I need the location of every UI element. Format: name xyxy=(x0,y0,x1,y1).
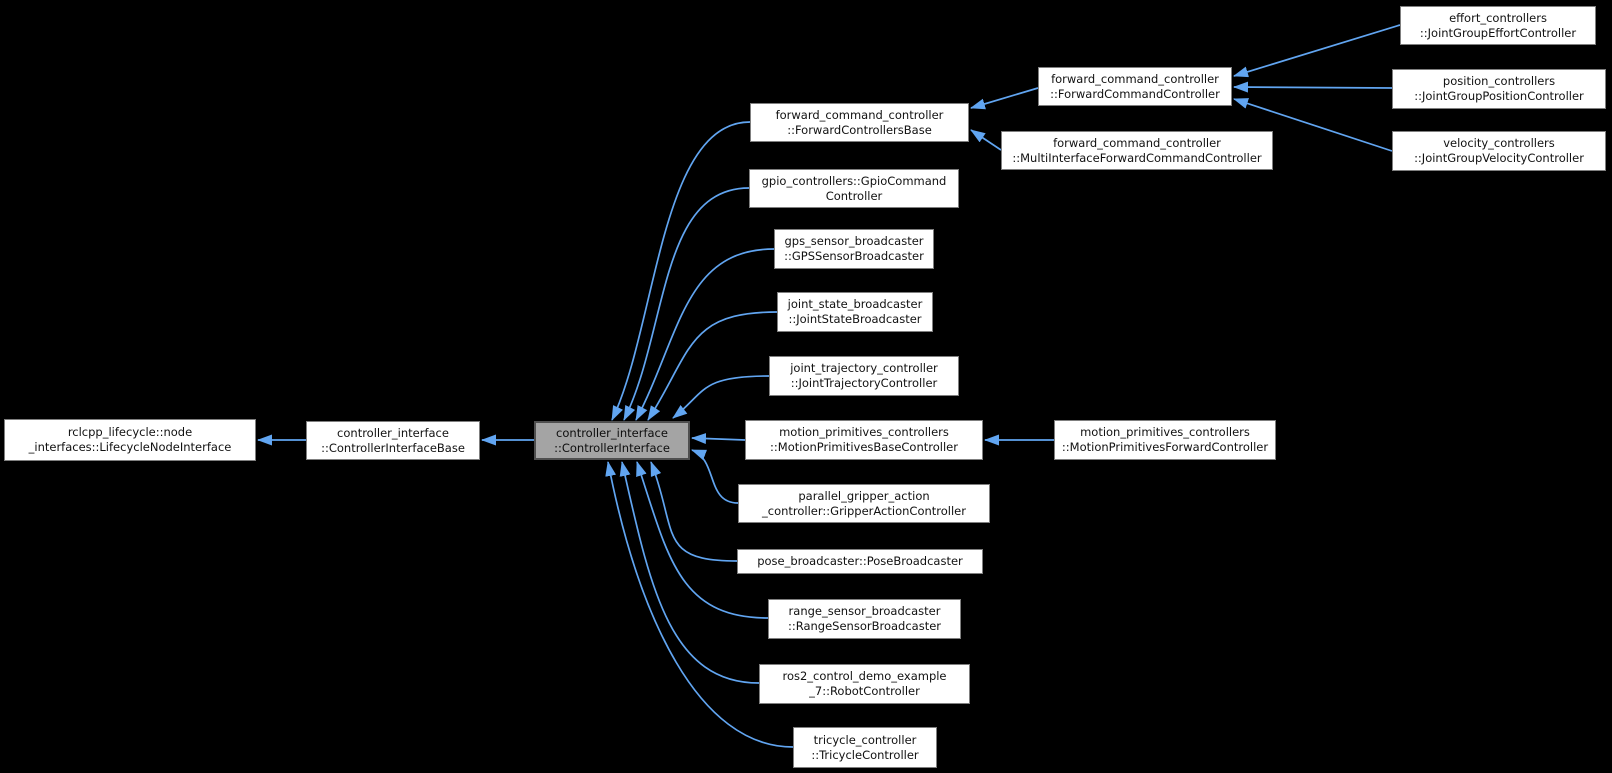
edge-effort-fwd_cmd xyxy=(1233,24,1401,78)
node-label: rclcpp_lifecycle::node xyxy=(67,425,193,439)
edge-multi-fwd_base xyxy=(970,129,1002,151)
node-label: _7::RobotController xyxy=(809,684,920,698)
node-label: ::ControllerInterfaceBase xyxy=(321,440,465,455)
node-pose[interactable]: pose_broadcaster::PoseBroadcaster xyxy=(737,549,983,574)
node-label: gps_sensor_broadcaster xyxy=(784,234,924,248)
node-ci: controller_interface::ControllerInterfac… xyxy=(534,421,690,460)
edge-fwd_cmd-fwd_base xyxy=(970,87,1039,110)
edge-gps-ci xyxy=(635,248,775,421)
node-label: motion_primitives_controllers xyxy=(1080,425,1250,439)
node-label: Controller xyxy=(825,188,883,203)
node-velocity[interactable]: velocity_controllers::JointGroupVelocity… xyxy=(1392,131,1606,171)
edge-pose-ci xyxy=(650,461,738,562)
node-multi[interactable]: forward_command_controller::MultiInterfa… xyxy=(1001,131,1273,170)
node-label: pose_broadcaster::PoseBroadcaster xyxy=(757,554,963,568)
node-label: ros2_control_demo_example xyxy=(782,669,947,683)
node-label: position_controllers xyxy=(1442,74,1556,88)
node-label: ::GPSSensorBroadcaster xyxy=(784,249,924,263)
node-label: _controller::GripperActionController xyxy=(762,503,966,518)
node-gps[interactable]: gps_sensor_broadcaster::GPSSensorBroadca… xyxy=(774,229,934,269)
edge-gpio-ci xyxy=(623,187,750,421)
edge-parallel-ci xyxy=(691,449,739,504)
node-label: ::ForwardCommandController xyxy=(1050,86,1220,101)
node-label: forward_command_controller xyxy=(775,107,944,122)
node-label: controller_interface xyxy=(337,425,449,440)
node-motion_fwd[interactable]: motion_primitives_controllers::MotionPri… xyxy=(1054,420,1276,460)
node-label: tricycle_controller xyxy=(813,732,917,747)
node-label: forward_command_controller xyxy=(1053,135,1221,150)
node-tricycle[interactable]: tricycle_controller::TricycleController xyxy=(793,727,937,768)
node-label: velocity_controllers xyxy=(1443,136,1555,150)
node-label: ::RangeSensorBroadcaster xyxy=(787,619,942,633)
node-label: ::ForwardControllersBase xyxy=(787,122,932,137)
node-label: controller_interface xyxy=(556,425,668,440)
node-label: ::ControllerInterface xyxy=(554,440,670,455)
node-ros2demo[interactable]: ros2_control_demo_example_7::RobotContro… xyxy=(759,664,970,704)
node-label: _interfaces::LifecycleNodeInterface xyxy=(28,440,232,454)
edge-velocity-fwd_cmd xyxy=(1233,98,1393,152)
node-effort[interactable]: effort_controllers::JointGroupEffortCont… xyxy=(1400,6,1596,45)
edge-joint_traj-ci xyxy=(672,375,770,419)
node-label: ::JointGroupVelocityController xyxy=(1414,151,1584,165)
node-label: gpio_controllers::GpioCommand xyxy=(761,173,947,188)
node-label: ::JointStateBroadcaster xyxy=(788,312,922,326)
node-rclcpp[interactable]: rclcpp_lifecycle::node_interfaces::Lifec… xyxy=(4,419,256,461)
node-label: ::TricycleController xyxy=(811,747,919,762)
node-label: ::JointGroupPositionController xyxy=(1414,89,1584,103)
node-label: joint_trajectory_controller xyxy=(790,361,938,375)
node-label: ::MotionPrimitivesBaseController xyxy=(770,440,958,454)
node-range[interactable]: range_sensor_broadcaster::RangeSensorBro… xyxy=(768,599,961,639)
edge-ros2demo-ci xyxy=(619,461,760,684)
node-label: ::JointTrajectoryController xyxy=(790,376,938,390)
node-parallel[interactable]: parallel_gripper_action_controller::Grip… xyxy=(738,484,990,523)
node-position[interactable]: position_controllers::JointGroupPosition… xyxy=(1392,69,1606,109)
node-fwd_base[interactable]: forward_command_controller::ForwardContr… xyxy=(750,103,969,142)
node-label: range_sensor_broadcaster xyxy=(788,604,941,618)
node-label: effort_controllers xyxy=(1449,10,1547,25)
node-joint_state[interactable]: joint_state_broadcaster::JointStateBroad… xyxy=(777,292,933,332)
edge-joint_state-ci xyxy=(647,311,778,421)
node-label: ::JointGroupEffortController xyxy=(1419,25,1577,40)
node-joint_traj[interactable]: joint_trajectory_controller::JointTrajec… xyxy=(769,356,959,396)
edge-motion_base-ci xyxy=(691,433,746,445)
node-cibase[interactable]: controller_interface::ControllerInterfac… xyxy=(306,421,480,460)
edge-position-fwd_cmd xyxy=(1233,81,1393,93)
node-label: ::MultiInterfaceForwardCommandController xyxy=(1012,150,1262,165)
edge-range-ci xyxy=(636,461,769,619)
node-label: parallel_gripper_action xyxy=(798,488,930,503)
edge-tricycle-ci xyxy=(605,461,794,748)
node-motion_base[interactable]: motion_primitives_controllers::MotionPri… xyxy=(745,420,983,460)
node-label: forward_command_controller xyxy=(1051,71,1219,86)
node-label: ::MotionPrimitivesForwardController xyxy=(1061,440,1269,454)
node-label: joint_state_broadcaster xyxy=(787,297,923,311)
node-label: motion_primitives_controllers xyxy=(779,425,949,439)
edge-fwd_base-ci xyxy=(611,121,751,421)
node-fwd_cmd[interactable]: forward_command_controller::ForwardComma… xyxy=(1038,67,1232,106)
